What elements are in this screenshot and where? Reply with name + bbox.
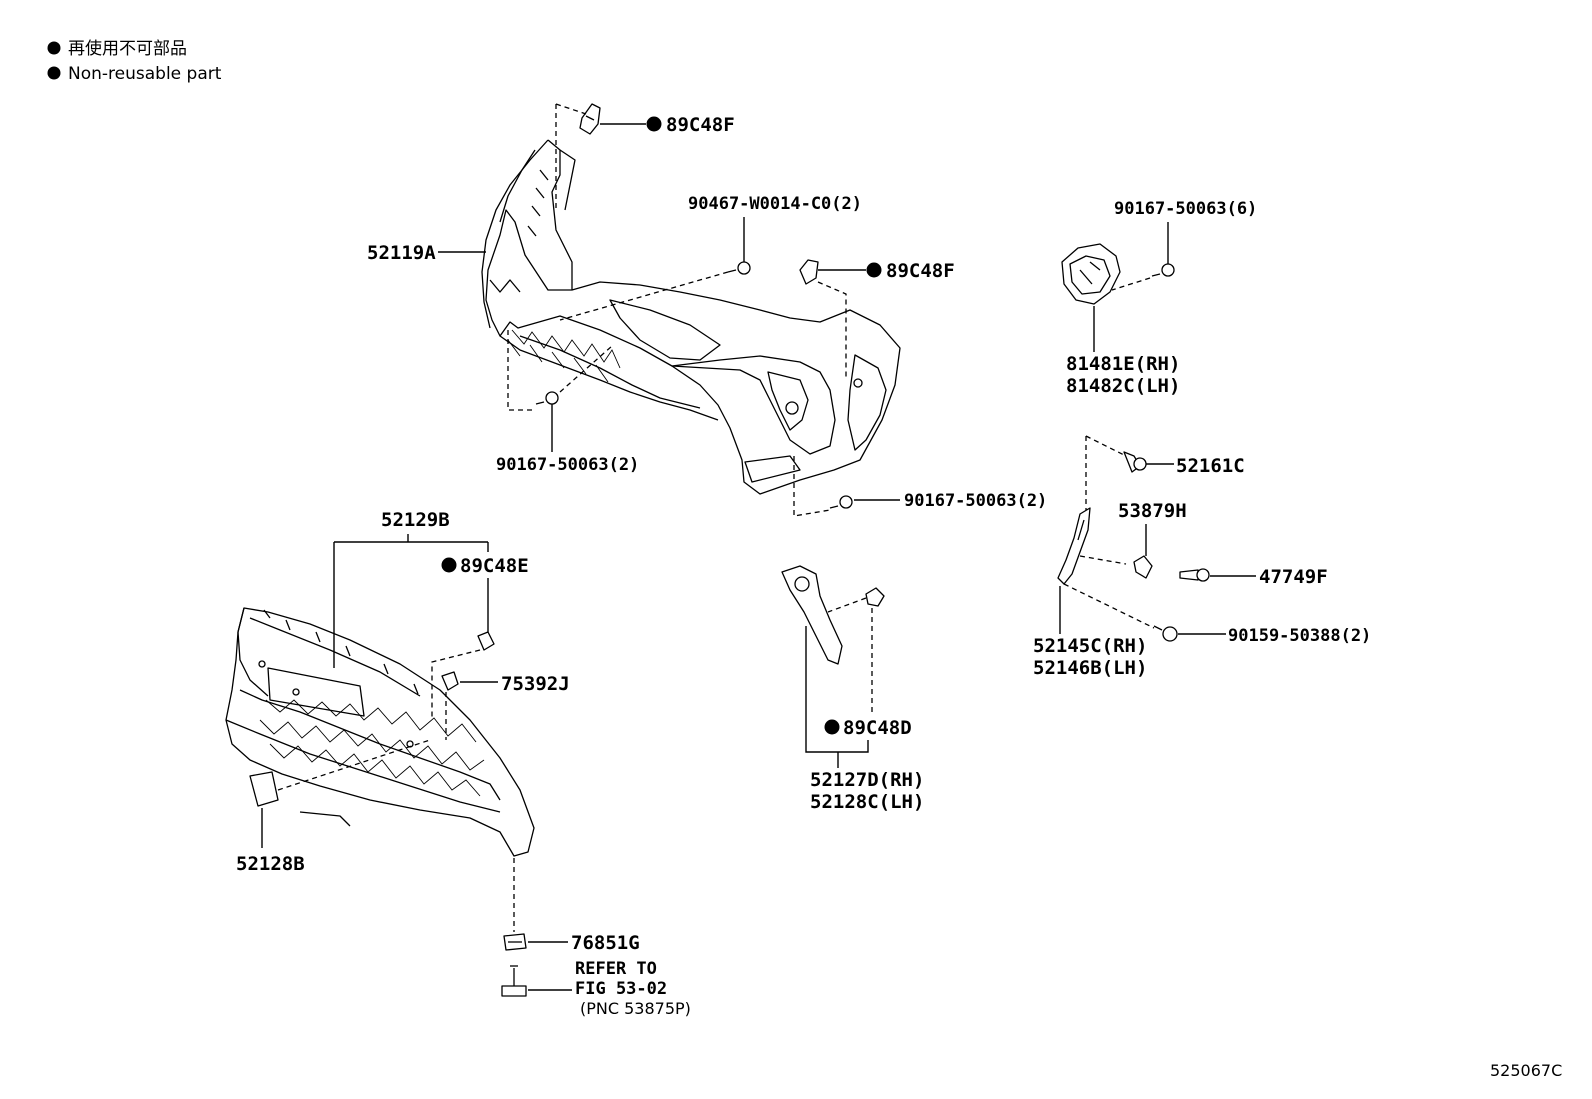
non-reusable-dot-icon	[824, 719, 840, 735]
figure-number: 525067C	[1490, 1061, 1562, 1080]
clip-76851G	[503, 933, 527, 951]
label-53879H: 53879H	[1118, 500, 1187, 522]
label-75392J: 75392J	[501, 673, 570, 695]
upper-bumper-part	[481, 139, 901, 495]
label-52161C: 52161C	[1176, 455, 1245, 477]
cap-52128B	[249, 771, 279, 807]
label-90467-W0014: 90467-W0014-C0(2)	[688, 194, 862, 214]
liner-81481E	[1061, 243, 1121, 305]
label-89C48E: 89C48E	[460, 555, 529, 577]
label-81481E: 81481E(RH)	[1066, 353, 1180, 375]
non-reusable-dot-icon	[47, 41, 61, 55]
label-52119A: 52119A	[367, 242, 436, 264]
non-reusable-dot-icon	[646, 116, 662, 132]
label-52145C: 52145C(RH)	[1033, 635, 1147, 657]
cover-52127D	[781, 565, 843, 665]
bolt-90467	[727, 261, 751, 275]
label-90167-50063-right: 90167-50063(2)	[904, 491, 1047, 511]
clip-75392J	[441, 671, 459, 691]
non-reusable-dot-icon	[47, 66, 61, 80]
clip-89C48F-mid	[799, 259, 819, 285]
bolt-90167-left	[535, 391, 559, 405]
label-90167-50063-6: 90167-50063(6)	[1114, 199, 1257, 219]
label-52146B: 52146B(LH)	[1033, 657, 1147, 679]
clip-89C48F-top	[579, 103, 601, 135]
clip-89C48E	[477, 631, 495, 651]
label-89C48F-mid: 89C48F	[886, 260, 955, 282]
label-47749F: 47749F	[1259, 566, 1328, 588]
screw-47749F	[1179, 568, 1210, 582]
bolt-90159	[1153, 625, 1178, 642]
bracket-52145C	[1057, 507, 1091, 585]
label-90159-50388: 90159-50388(2)	[1228, 626, 1371, 646]
label-90167-50063-left: 90167-50063(2)	[496, 455, 639, 475]
label-52127D: 52127D(RH)	[810, 769, 924, 791]
bolt-90167-right	[829, 495, 853, 509]
legend: 再使用不可部品 Non-reusable part	[47, 38, 222, 84]
label-76851G: 76851G	[571, 932, 640, 954]
label-52128C: 52128C(LH)	[810, 791, 924, 813]
label-52129B: 52129B	[381, 509, 450, 531]
label-89C48D: 89C48D	[843, 717, 912, 739]
non-reusable-dot-icon	[441, 557, 457, 573]
label-fig-53-02: FIG 53-02	[575, 979, 667, 999]
clip-89C48D	[865, 587, 885, 607]
label-81482C: 81482C(LH)	[1066, 375, 1180, 397]
label-refer-to: REFER TO	[575, 959, 657, 979]
legend-english: Non-reusable part	[68, 64, 222, 84]
nut-53879H	[1133, 555, 1153, 579]
bolt-90167-liner	[1151, 263, 1175, 277]
clip-52161C	[1123, 451, 1147, 473]
non-reusable-dot-icon	[866, 262, 882, 278]
label-89C48F-top: 89C48F	[666, 114, 735, 136]
lower-grille-part	[225, 607, 535, 857]
legend-japanese: 再使用不可部品	[68, 38, 187, 59]
label-52128B: 52128B	[236, 853, 305, 875]
bolt-53875P	[501, 965, 527, 997]
label-pnc-53875P: (PNC 53875P)	[580, 999, 691, 1018]
